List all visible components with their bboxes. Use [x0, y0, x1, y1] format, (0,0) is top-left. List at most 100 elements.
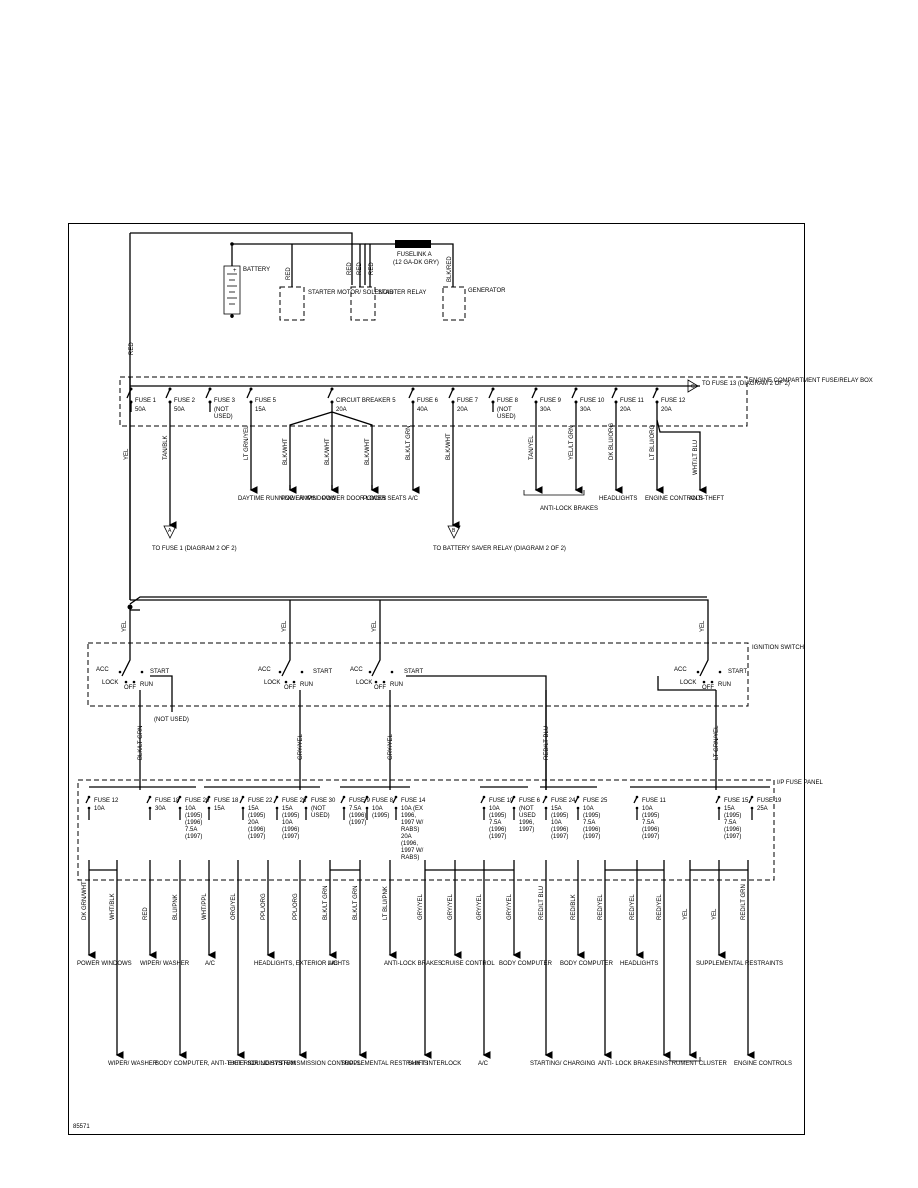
ip-wire-label: RED/BLK — [571, 894, 577, 920]
svg-text:RED: RED — [357, 262, 363, 275]
svg-text:BODY COMPUTER: BODY COMPUTER — [560, 961, 614, 967]
svg-text:INSTRUMENT CLUSTER: INSTRUMENT CLUSTER — [658, 1061, 728, 1067]
main-wire-label: RED — [129, 342, 135, 355]
engine-fuse-name: CIRCUIT BREAKER 5 — [336, 398, 396, 404]
svg-text:EXTERIOR LIGHTS: EXTERIOR LIGHTS — [228, 1061, 282, 1067]
ip-fuse-rating: 15A — [724, 806, 735, 812]
ip-wire-label: RED/YEL — [598, 894, 604, 920]
engine-fuse-name: FUSE 8 — [497, 398, 519, 404]
ip-wire-label: RED/LT BLU — [539, 886, 545, 920]
ip-wire-label: LT BLU/PNK — [383, 886, 389, 920]
ip-fuse-rating: (1996) — [248, 827, 265, 833]
engine-fuse-5: CIRCUIT BREAKER 5 20A — [327, 387, 396, 413]
svg-text:(NOT USED): (NOT USED) — [154, 717, 189, 723]
engine-fuse-rating: USED) — [214, 414, 233, 420]
svg-text:SHIFT INTERLOCK: SHIFT INTERLOCK — [408, 1061, 461, 1067]
ip-fuse-rating: (1995) — [583, 813, 600, 819]
ip-fuse-name: FUSE 19 — [757, 798, 782, 804]
ip-fuse-rating: (1997) — [185, 834, 202, 840]
ip-fuse-rating: (1997) — [724, 834, 741, 840]
ip-fuse-rating: (1996) — [642, 827, 659, 833]
ignition-output-label: GRY/YEL — [388, 733, 394, 760]
ign-start: START — [150, 669, 169, 675]
ip-wire-label: BLK/LT GRN — [353, 886, 359, 920]
ign-off: OFF — [124, 685, 136, 691]
ip-fuse-rating: 10A — [642, 806, 653, 812]
ip-fuse-name: FUSE 18 — [155, 798, 180, 804]
ip-fuse-rating: 1997 W/ — [401, 848, 424, 854]
ignition-output-label: LT GRN/YEL — [714, 725, 720, 760]
engine-fuse-name: FUSE 12 — [661, 398, 686, 404]
ip-fuse-17: FUSE 19 25A — [748, 795, 782, 820]
ip-wire-label: RED/LT GRN — [741, 884, 747, 920]
engine-fuse-rating: USED) — [497, 414, 516, 420]
ip-fuse-rating: 10A — [185, 806, 196, 812]
ign-lock: LOCK — [680, 680, 696, 686]
ign-acc: ACC — [674, 667, 687, 673]
ip-fuse-rating: (1997) — [551, 834, 568, 840]
svg-text:BLK/RED: BLK/RED — [447, 256, 453, 282]
engine-fuse-rating: 15A — [255, 407, 266, 413]
ip-fuse-rating: 10A — [94, 806, 105, 812]
svg-text:HEADLIGHTS: HEADLIGHTS — [599, 496, 637, 502]
ip-fuse-rating: 20A — [401, 834, 412, 840]
engine-fuse-name: FUSE 6 — [417, 398, 439, 404]
ip-fuse-rating: 1997 W/ — [401, 820, 424, 826]
ip-loads-top: POWER WINDOWS WIPER/ WASHER A/C HEADLIGH… — [77, 961, 783, 967]
connector-a: A TO FUSE 1 (DIAGRAM 2 OF 2) — [152, 525, 237, 552]
svg-text:C: C — [691, 384, 695, 390]
starter-relay: RED RED RED STARTER RELAY — [347, 244, 426, 321]
ip-fuse-name: FUSE 22 — [248, 798, 273, 804]
engine-fuse-rating: 20A — [336, 407, 347, 413]
engine-wire-label: BLK/WHT — [446, 433, 452, 460]
svg-text:ANTI-LOCK BRAKES: ANTI-LOCK BRAKES — [384, 961, 442, 967]
engine-fuse-rating: 20A — [457, 407, 468, 413]
engine-fuse-7: FUSE 7 20A — [448, 387, 479, 413]
ignition-output-label: RED/LT BLU — [544, 726, 550, 760]
engine-fuse-rating: 50A — [174, 407, 185, 413]
ip-fuse-rating: 7.5A — [489, 820, 501, 826]
engine-wire-label: LT GRN/YEL — [244, 425, 250, 460]
ip-fuse-rating: 1996, — [519, 820, 534, 826]
ip-fuse-rating: (1995) — [724, 813, 741, 819]
svg-text:ANTI-THEFT: ANTI-THEFT — [689, 496, 724, 502]
engine-wire-label: BLK/LT GRN — [406, 426, 412, 460]
ip-fuse-rating: (1996) — [551, 827, 568, 833]
ip-fuse-rating: 25A — [757, 806, 768, 812]
engine-fuse-name: FUSE 11 — [620, 398, 645, 404]
ip-fuse-rating: 15A — [214, 806, 225, 812]
engine-fuse-rating: (NOT — [214, 407, 229, 413]
ip-fuse-rating: (1996, — [401, 841, 418, 847]
ign-off: OFF — [284, 685, 296, 691]
ip-fuse-name: FUSE 20 — [185, 798, 210, 804]
svg-text:(12 GA-DK GRY): (12 GA-DK GRY) — [393, 260, 439, 266]
ip-fuse-name: FUSE 15 — [724, 798, 749, 804]
svg-text:SUPPLEMENTAL RESTRAINTS: SUPPLEMENTAL RESTRAINTS — [696, 961, 783, 967]
ip-fuse-rating: 10A — [551, 820, 562, 826]
ip-wire-label: GRY/YEL — [418, 893, 424, 920]
engine-fuse-name: FUSE 3 — [214, 398, 236, 404]
svg-text:POWER WINDOWS: POWER WINDOWS — [281, 496, 336, 502]
ip-wire-label: YEL — [683, 908, 689, 920]
ip-fuse-rating: 10A (EX — [401, 806, 423, 812]
engine-fuse-name: FUSE 7 — [457, 398, 479, 404]
ip-fuse-rating: 15A — [282, 806, 293, 812]
ip-fuse-name: FUSE 9 — [349, 798, 371, 804]
ip-wire-label: WHT/PPL — [202, 893, 208, 920]
ignition-output-label: GRY/YEL — [298, 733, 304, 760]
engine-fuse-rating: 30A — [580, 407, 591, 413]
diagram-frame — [68, 223, 805, 1135]
ip-wire-label: PPL/ORG — [261, 893, 267, 920]
